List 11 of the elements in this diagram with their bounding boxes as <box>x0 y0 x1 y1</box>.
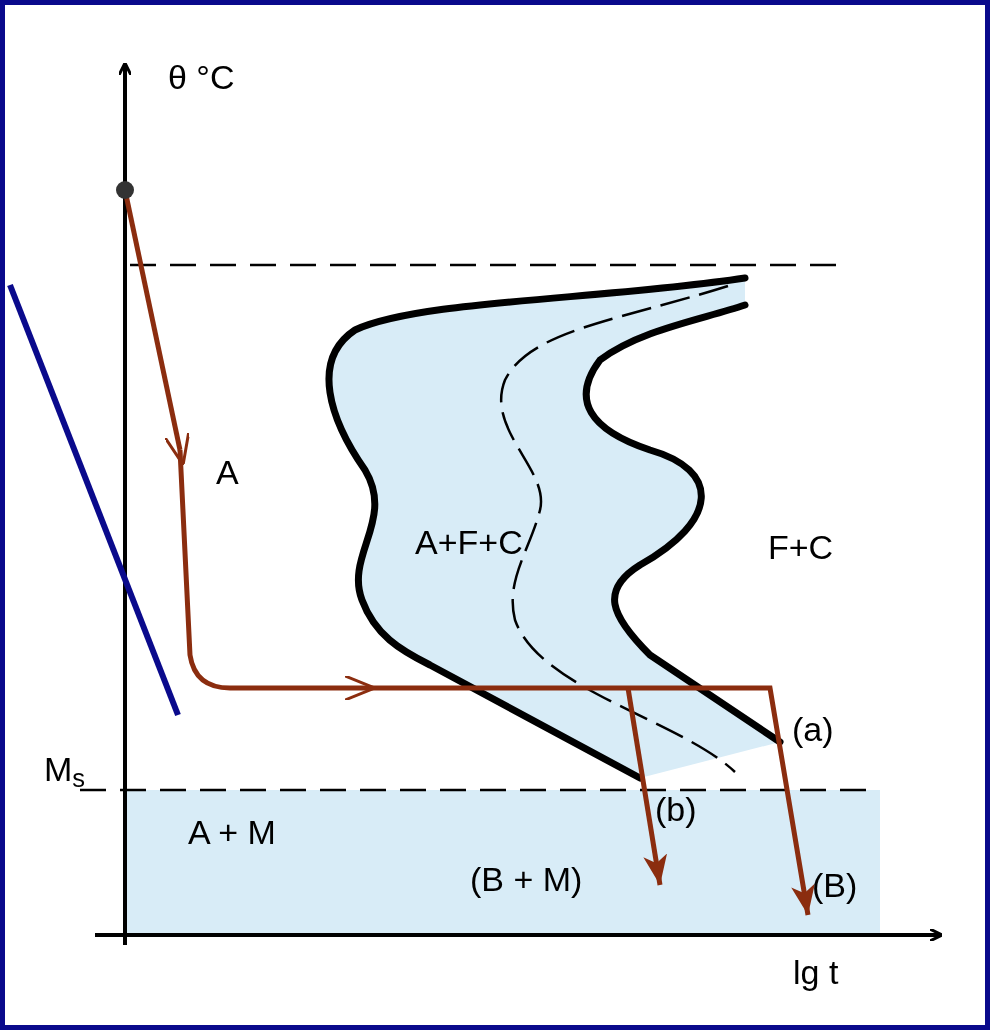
curve-label: (a) <box>792 712 834 746</box>
region-label: A+F+C <box>415 525 523 559</box>
axis-label: lg t <box>793 955 839 989</box>
temperature-label: M$_{s}$ <box>44 752 86 786</box>
product-label: (B + M) <box>470 862 583 896</box>
region-label: A + M <box>188 815 276 849</box>
curve-label: (b) <box>655 792 697 826</box>
axis-label: θ °C <box>168 60 235 94</box>
product-label: (B) <box>812 868 858 902</box>
region-label: A <box>216 455 239 489</box>
region-label: F+C <box>768 530 834 564</box>
